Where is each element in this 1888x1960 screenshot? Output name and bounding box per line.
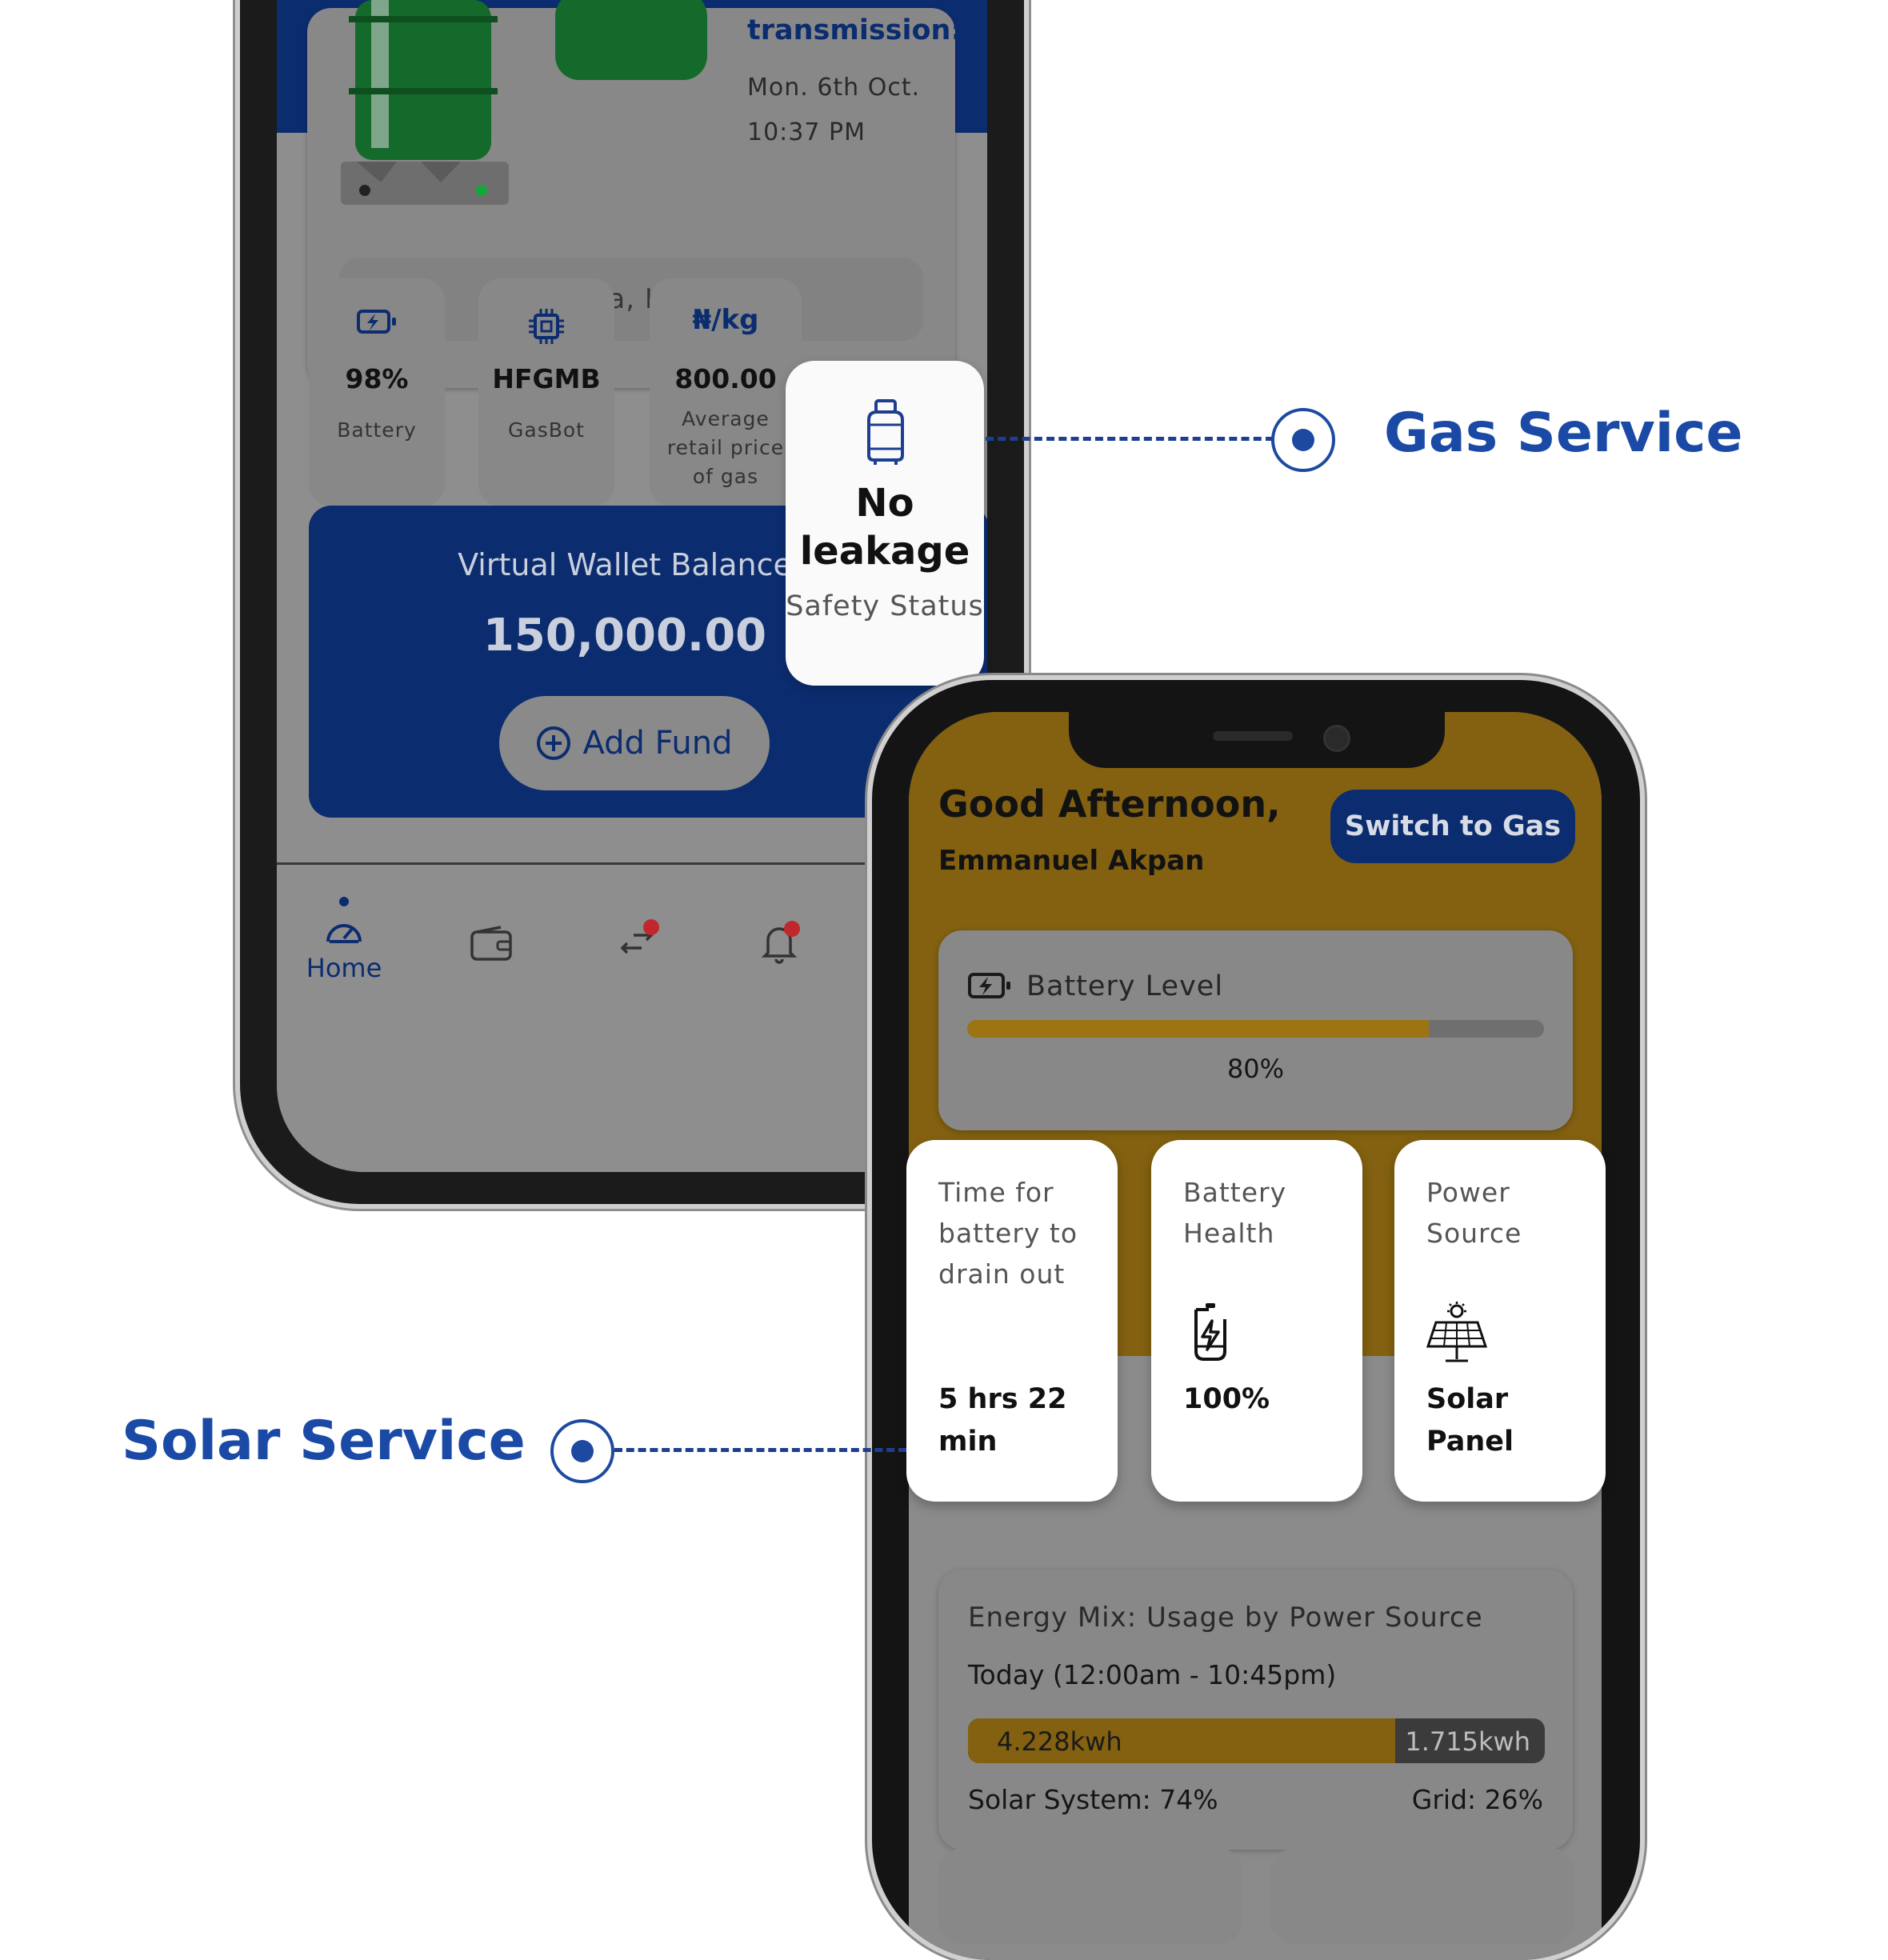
drain-time-value: 5 hrs 22 min: [938, 1383, 1067, 1458]
solar-callout-line: [614, 1448, 906, 1452]
transmission-date: Mon. 6th Oct.: [747, 74, 921, 102]
energy-mix-period: Today (12:00am - 10:45pm): [968, 1659, 1337, 1690]
tab-wallet[interactable]: [443, 926, 539, 969]
gas-cylinder-outline-icon: [867, 399, 904, 465]
wallet-icon: [470, 926, 512, 961]
tab-transactions[interactable]: [589, 919, 685, 970]
add-fund-label: Add Fund: [582, 725, 733, 762]
price-stat-value: 800.00: [674, 363, 777, 394]
gas-status-pill[interactable]: [555, 0, 707, 80]
energy-mix-bar: 4.228kwh 1.715kwh: [968, 1718, 1545, 1763]
gas-cylinder-icon: [341, 0, 509, 205]
gas-callout-line: [986, 437, 1274, 441]
wallet-amount: 150,000.00: [482, 610, 767, 662]
power-source-card: Power Source Solar Panel: [1394, 1140, 1606, 1502]
gas-service-label: Gas Service: [1384, 402, 1743, 465]
power-source-value: Solar Panel: [1426, 1383, 1514, 1458]
battery-charging-icon: [968, 973, 1010, 998]
gasbot-stat-label: GasBot: [508, 418, 585, 442]
battery-stat-label: Battery: [337, 418, 417, 442]
battery-charging-icon: [357, 310, 396, 334]
switch-to-gas-label: Switch to Gas: [1344, 810, 1562, 842]
battery-level-percent: 80%: [1226, 1054, 1285, 1084]
speaker-grille: [1213, 731, 1293, 741]
battery-level-label: Battery Level: [1026, 970, 1224, 1002]
grid-kwh-value: 1.715kwh: [1405, 1726, 1530, 1757]
solar-callout-marker: [550, 1419, 614, 1483]
safety-status-value: No leakage: [799, 481, 970, 574]
grid-percentage: Grid: 26%: [1411, 1784, 1543, 1815]
drain-time-card: Time for battery to drain out 5 hrs 22 m…: [906, 1140, 1118, 1502]
battery-level-card: Battery Level 80%: [938, 930, 1573, 1130]
battery-stat-value: 98%: [345, 363, 409, 394]
tab-home-label: Home: [306, 953, 382, 983]
add-fund-button[interactable]: Add Fund: [499, 696, 770, 790]
speedometer-icon: [326, 924, 362, 943]
price-per-kg-icon: ₦/kg: [692, 304, 759, 336]
transmission-time: 10:37 PM: [747, 118, 866, 146]
transfer-arrows-icon: [620, 919, 659, 954]
safety-status-label: Safety Status: [786, 590, 984, 622]
battery-stat-card: 98% Battery: [309, 278, 445, 506]
extra-card-left: [938, 1848, 1242, 1944]
energy-mix-card: Energy Mix: Usage by Power Source Today …: [938, 1570, 1573, 1850]
solar-service-label: Solar Service: [122, 1410, 526, 1473]
battery-health-icon: [1194, 1303, 1226, 1361]
battery-health-card: Battery Health 100%: [1151, 1140, 1362, 1502]
solar-kwh-value: 4.228kwh: [997, 1726, 1122, 1757]
solar-callout-dot: [571, 1440, 594, 1462]
gas-callout-marker: [1271, 408, 1335, 472]
gasbot-stat-value: HFGMB: [492, 363, 601, 394]
extra-card-right: [1270, 1848, 1574, 1944]
plus-circle-icon: [537, 726, 571, 760]
gasbot-stat-card: HFGMB GasBot: [478, 278, 614, 506]
battery-health-label: Battery Health: [1183, 1177, 1287, 1249]
switch-to-gas-button[interactable]: Switch to Gas: [1330, 790, 1575, 863]
price-stat-label: Average retail price of gas: [666, 407, 785, 488]
active-tab-dot: [339, 897, 349, 906]
safety-status-card: No leakage Safety Status: [786, 361, 984, 686]
gas-callout-dot: [1292, 429, 1314, 451]
drain-time-label: Time for battery to drain out: [938, 1177, 1078, 1290]
tab-notifications[interactable]: [733, 919, 829, 974]
solar-panel-icon: [1426, 1302, 1488, 1362]
energy-mix-title: Energy Mix: Usage by Power Source: [968, 1602, 1483, 1634]
front-camera: [1323, 725, 1350, 752]
wallet-title: Virtual Wallet Balance: [458, 547, 792, 582]
tab-home[interactable]: Home: [296, 897, 392, 983]
energy-mix-solar-segment: [968, 1718, 1395, 1763]
chip-icon: [529, 309, 564, 344]
power-source-label: Power Source: [1426, 1177, 1522, 1249]
bell-icon: [761, 921, 800, 964]
battery-level-track: [967, 1020, 1544, 1038]
transmission-label: transmission:: [747, 14, 962, 46]
greeting-text: Good Afternoon,: [938, 782, 1281, 826]
solar-percentage: Solar System: 74%: [968, 1784, 1218, 1815]
user-name: Emmanuel Akpan: [938, 845, 1205, 877]
bottom-tab-bar: Home: [277, 862, 987, 1025]
price-stat-card: ₦/kg 800.00 Average retail price of gas: [650, 278, 802, 506]
battery-level-fill: [967, 1020, 1429, 1038]
battery-health-value: 100%: [1183, 1383, 1270, 1415]
phone-notch: [1069, 712, 1445, 768]
